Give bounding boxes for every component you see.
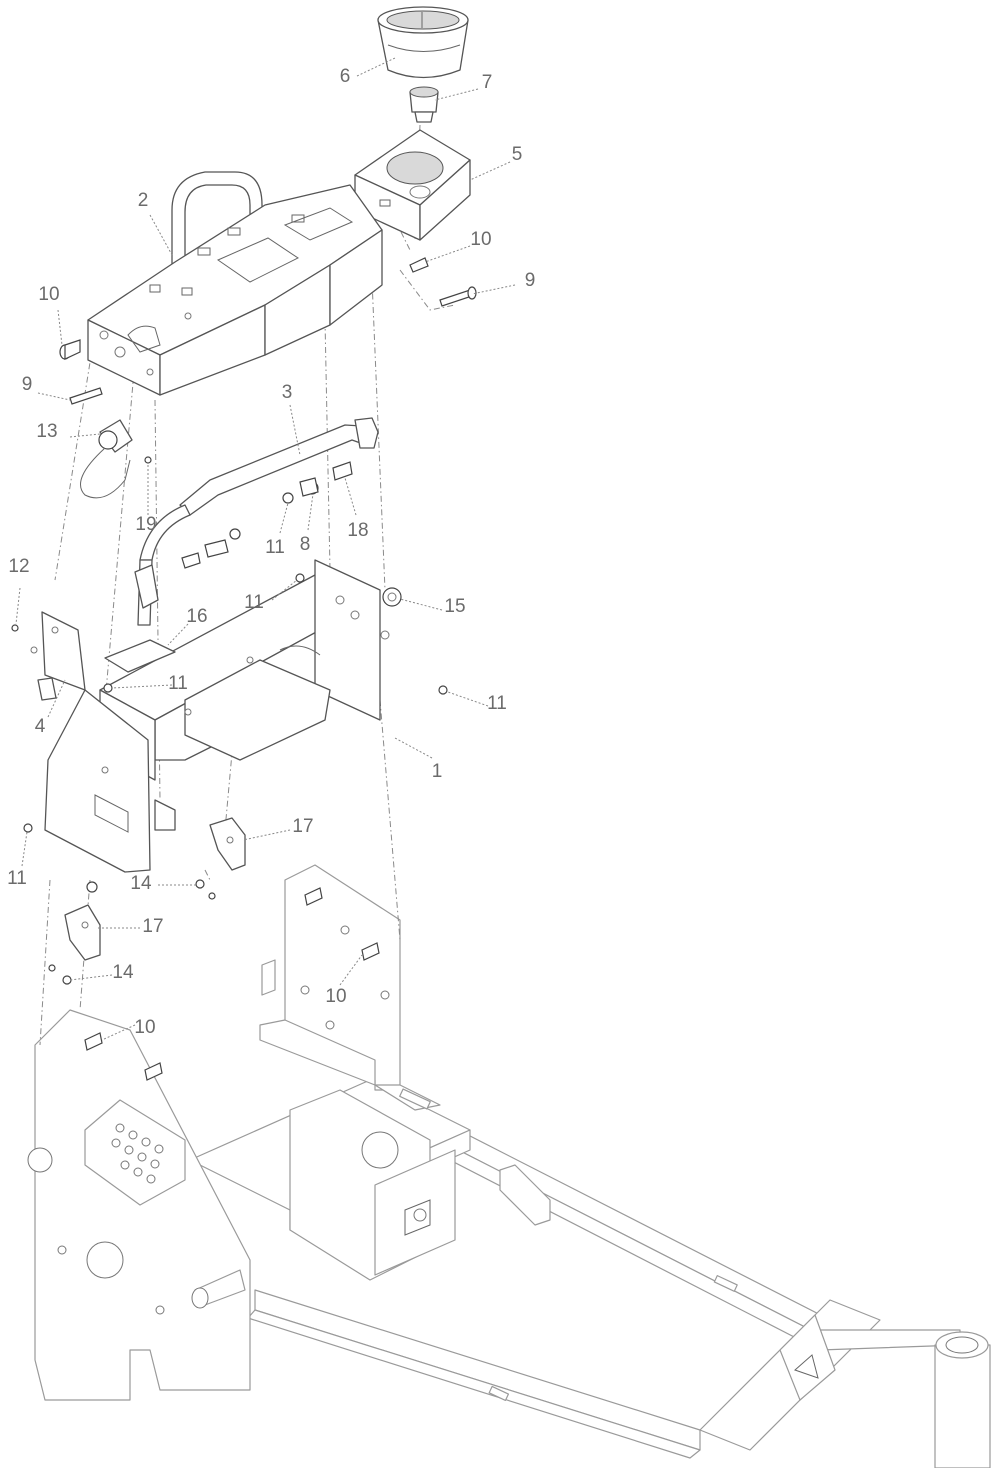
callout-14: 14 (112, 962, 134, 983)
part-12-bracket (30, 611, 86, 701)
callout-13: 13 (36, 421, 57, 442)
part-1-main-bracket (99, 559, 390, 781)
part-6-cup-holder (377, 6, 469, 79)
callout-10: 10 (470, 229, 491, 250)
callout-19: 19 (135, 514, 156, 535)
callout-10: 10 (134, 1017, 155, 1038)
mower-frame (27, 864, 991, 1468)
part-17-brackets (64, 817, 246, 961)
callout-14: 14 (130, 873, 152, 894)
callout-7: 7 (482, 72, 493, 93)
callout-9: 9 (525, 270, 536, 291)
callout-5: 5 (512, 144, 523, 165)
callout-8: 8 (300, 534, 311, 555)
callout-17: 17 (292, 816, 313, 837)
part-5-holder-box (354, 129, 471, 241)
callout-17: 17 (142, 916, 163, 937)
step-plate-holes (111, 1123, 164, 1184)
callout-6: 6 (340, 66, 351, 87)
callout-3: 3 (282, 382, 293, 403)
callout-2: 2 (138, 190, 149, 211)
part-7-knob (409, 86, 439, 123)
callout-11: 11 (265, 537, 285, 558)
part-4-side-plate (44, 689, 176, 873)
hardware (11, 257, 477, 1081)
callout-9: 9 (22, 374, 33, 395)
callout-11: 11 (7, 868, 27, 889)
callout-11: 11 (487, 693, 507, 714)
callout-10: 10 (325, 986, 346, 1007)
part-16-plate (104, 564, 176, 673)
callout-10: 10 (38, 284, 59, 305)
callout-4: 4 (35, 716, 46, 737)
callout-11: 11 (244, 592, 264, 613)
callout-12: 12 (8, 556, 29, 577)
callout-1: 1 (432, 761, 443, 782)
callout-16: 16 (186, 606, 207, 627)
callout-18: 18 (347, 520, 368, 541)
part-2-console (87, 171, 383, 396)
callout-15: 15 (444, 596, 465, 617)
callout-11: 11 (168, 673, 188, 694)
callout-labels: 6 7 5 2 10 9 10 9 3 13 19 11 8 18 12 11 15 16 11 11 4 1 17 11 14… (7, 66, 535, 1038)
leader-lines (15, 57, 516, 1041)
